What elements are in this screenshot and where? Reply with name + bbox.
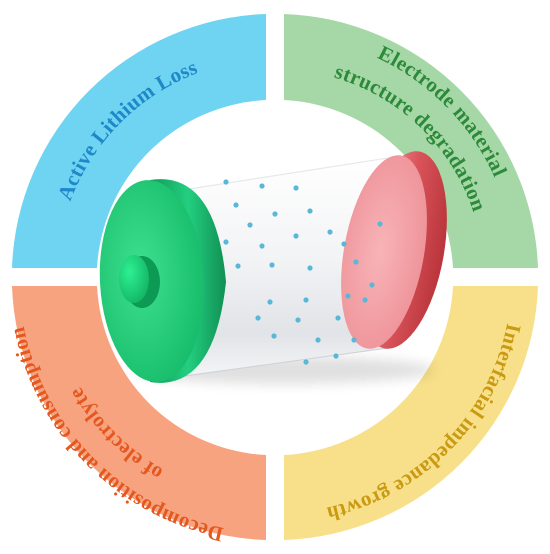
lithium-ion-dot xyxy=(307,208,313,214)
lithium-ions xyxy=(223,179,383,365)
segment-electrolyte-decomposition xyxy=(12,286,266,540)
lithium-ion-dot xyxy=(345,293,351,299)
lithium-ion-dot xyxy=(271,333,277,339)
lithium-ion-dot xyxy=(307,265,313,271)
lithium-ion-dot xyxy=(303,297,309,303)
lithium-ion-dot xyxy=(235,263,241,269)
lithium-ion-dot xyxy=(223,179,229,185)
anode-disk xyxy=(99,179,226,383)
battery-body-edge-top xyxy=(169,157,389,193)
lithium-ion-dot xyxy=(341,241,347,247)
lithium-ion-dot xyxy=(269,262,275,268)
lithium-ion-dot xyxy=(233,202,239,208)
lithium-ion-dot xyxy=(351,337,357,343)
lithium-ion-dot xyxy=(353,259,359,265)
lithium-ion-dot xyxy=(247,222,253,228)
battery-illustration xyxy=(99,151,447,384)
lithium-ion-dot xyxy=(295,317,301,323)
segment-electrode-material-degradation xyxy=(284,14,538,268)
lithium-ion-dot xyxy=(315,337,321,343)
lithium-ion-dot xyxy=(333,353,339,359)
segment-active-lithium-loss xyxy=(12,14,266,268)
lithium-ion-dot xyxy=(369,282,375,288)
lithium-ion-dot xyxy=(303,359,309,365)
lithium-ion-dot xyxy=(377,221,383,227)
battery-body xyxy=(170,158,388,378)
lithium-ion-dot xyxy=(255,315,261,321)
lithium-ion-dot xyxy=(327,229,333,235)
segment-interfacial-impedance-growth xyxy=(284,286,538,540)
ring xyxy=(12,14,538,540)
lithium-ion-dot xyxy=(293,185,299,191)
lithium-ion-dot xyxy=(362,297,368,303)
lithium-ion-dot xyxy=(335,315,341,321)
lithium-ion-dot xyxy=(272,211,278,217)
lithium-ion-dot xyxy=(267,299,273,305)
lithium-ion-dot xyxy=(223,239,229,245)
lithium-ion-dot xyxy=(259,243,265,249)
anode-terminal xyxy=(119,255,149,303)
lithium-ion-dot xyxy=(293,233,299,239)
battery-body-edge-bottom xyxy=(169,347,389,379)
lithium-ion-dot xyxy=(259,183,265,189)
